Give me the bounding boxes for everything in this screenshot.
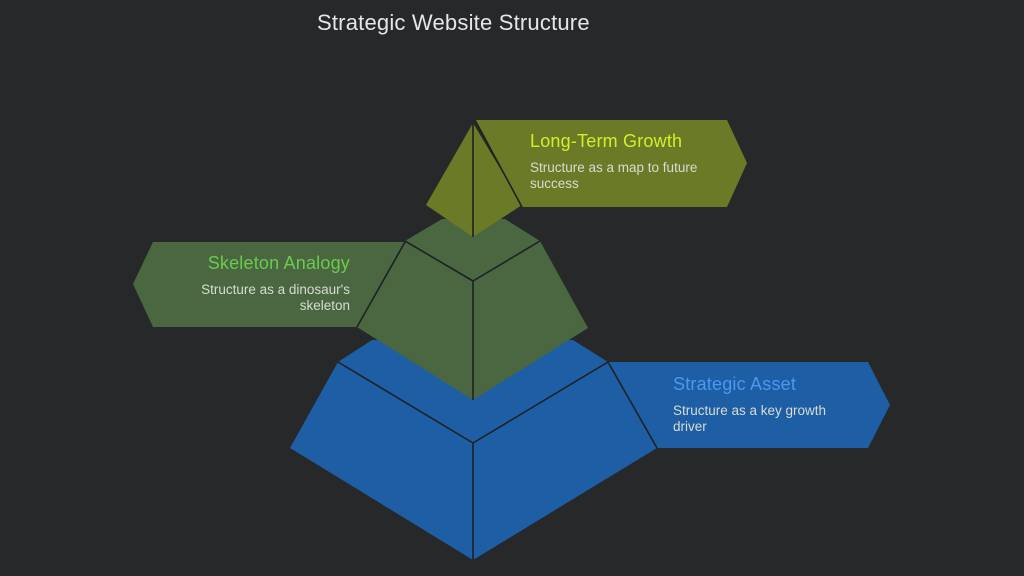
banner-skeleton-analogy [133, 242, 405, 327]
label-description: Structure as a dinosaur's skeleton [201, 282, 350, 313]
pyramid-layer-middle [133, 219, 588, 400]
label-title: Strategic Asset [673, 374, 797, 394]
layer-top-right-face [473, 123, 522, 237]
label-description: Structure as a key growth driver [673, 403, 827, 434]
label-strategic-asset: Strategic Asset Structure as a key growt… [673, 373, 858, 435]
page-title: Strategic Website Structure [317, 10, 590, 35]
layer-bottom-left-face [290, 362, 473, 560]
banner-top-divider [474, 119, 523, 208]
layer-middle-left-face [357, 241, 473, 400]
layer-middle-top-surface [405, 219, 540, 281]
label-title: Skeleton Analogy [207, 253, 350, 273]
pyramid-layer-bottom [290, 340, 890, 560]
layer-middle-right-face [473, 241, 588, 400]
label-long-term-growth: Long-Term Growth Structure as a map to f… [530, 130, 720, 192]
banner-bottom-divider [607, 361, 658, 449]
layer-bottom-right-face [473, 362, 657, 560]
label-description: Structure as a map to future success [530, 160, 698, 191]
banner-strategic-asset [608, 362, 890, 448]
label-title: Long-Term Growth [530, 131, 683, 151]
banner-long-term-growth [475, 120, 747, 207]
banner-middle-divider [356, 241, 406, 328]
pyramid-layer-top [426, 119, 747, 237]
label-skeleton-analogy: Skeleton Analogy Structure as a dinosaur… [160, 252, 350, 314]
layer-top-left-face [426, 123, 473, 237]
